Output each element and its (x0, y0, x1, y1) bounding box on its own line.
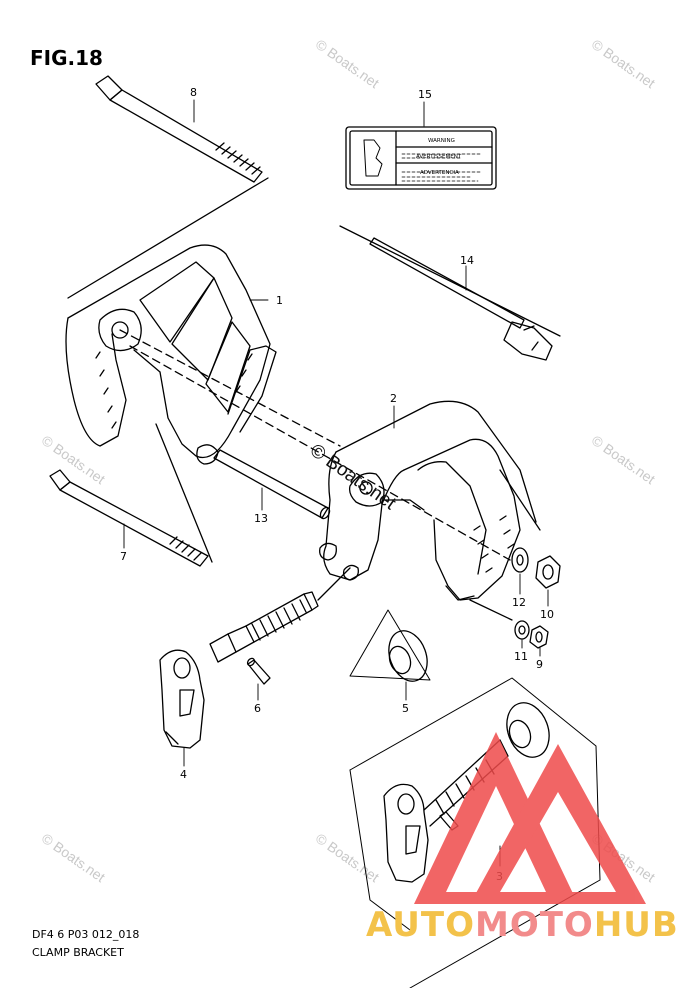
warning-line: AVERTISSEMENT (416, 154, 462, 160)
part-6-pin (246, 657, 271, 685)
part-13-tube (119, 329, 511, 561)
part-8-bolt (67, 75, 269, 299)
part-9-nut (529, 625, 549, 649)
part-label-14: 14 (460, 254, 474, 267)
part-14-rod (339, 225, 561, 361)
part-label-6: 6 (254, 702, 261, 715)
warning-line: ADVERTENCIA (420, 170, 459, 176)
brand-logo-triangle (414, 732, 646, 904)
part-11-washer (514, 620, 530, 640)
brand-part: AUTO (366, 905, 475, 945)
part-1-clamp-bracket (65, 244, 277, 465)
part-label-15: 15 (418, 88, 432, 101)
part-label-7: 7 (120, 550, 127, 563)
leader-lines (123, 99, 549, 867)
part-3-clamp-screw-assembly (349, 677, 601, 988)
part-2-clamp-bracket (319, 400, 541, 621)
part-label-4: 4 (180, 768, 187, 781)
figure-title: FIG.18 (30, 46, 103, 70)
part-label-13: 13 (254, 512, 268, 525)
part-label-8: 8 (190, 86, 197, 99)
brand-part: MOTO (474, 905, 594, 945)
part-12-washer (511, 547, 529, 573)
part-label-2: 2 (390, 392, 397, 405)
part-label-11: 11 (514, 650, 528, 663)
part-5-pad (349, 609, 431, 682)
part-label-9: 9 (536, 658, 543, 671)
part-label-1: 1 (276, 294, 283, 307)
part-10-nut (535, 555, 561, 589)
warning-line: WARNING (428, 138, 455, 144)
part-label-10: 10 (540, 608, 554, 621)
clamp-screw (209, 567, 351, 663)
brand-logo-text: AUTOMOTOHUB (366, 905, 679, 945)
part-label-12: 12 (512, 596, 526, 609)
part-4-handle (159, 649, 205, 749)
figure-code: DF4 6 P03 012_018 (32, 928, 140, 941)
part-15-warning-label (345, 126, 497, 190)
warning-label-text: WARNING AVERTISSEMENT ADVERTENCIA (416, 138, 462, 176)
brand-part: HUB (593, 905, 679, 945)
part-7-bolt (49, 423, 213, 567)
part-label-5: 5 (402, 702, 409, 715)
figure-subtitle: CLAMP BRACKET (32, 946, 124, 959)
